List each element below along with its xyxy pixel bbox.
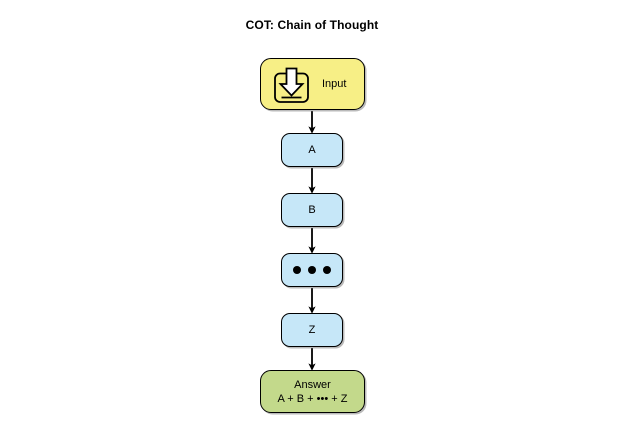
node-input-label: Input bbox=[322, 78, 347, 90]
dot-1 bbox=[293, 266, 301, 274]
node-step-ellipsis[interactable] bbox=[281, 253, 343, 287]
node-step-a-label: A bbox=[308, 143, 316, 156]
node-step-z[interactable]: Z bbox=[281, 313, 343, 347]
node-answer-title: Answer bbox=[294, 378, 331, 391]
node-step-z-label: Z bbox=[308, 323, 316, 336]
dot-2 bbox=[308, 266, 316, 274]
page-title: COT: Chain of Thought bbox=[245, 18, 379, 32]
node-input[interactable]: Input bbox=[260, 58, 365, 110]
node-step-b-label: B bbox=[308, 203, 316, 216]
node-answer[interactable]: Answer A + B + ••• + Z bbox=[260, 370, 365, 413]
node-step-b[interactable]: B bbox=[281, 193, 343, 227]
node-answer-expression: A + B + ••• + Z bbox=[277, 392, 348, 405]
ellipsis-dots-icon bbox=[293, 266, 331, 274]
node-step-a[interactable]: A bbox=[281, 133, 343, 167]
dot-3 bbox=[323, 266, 331, 274]
download-input-icon bbox=[274, 67, 309, 103]
